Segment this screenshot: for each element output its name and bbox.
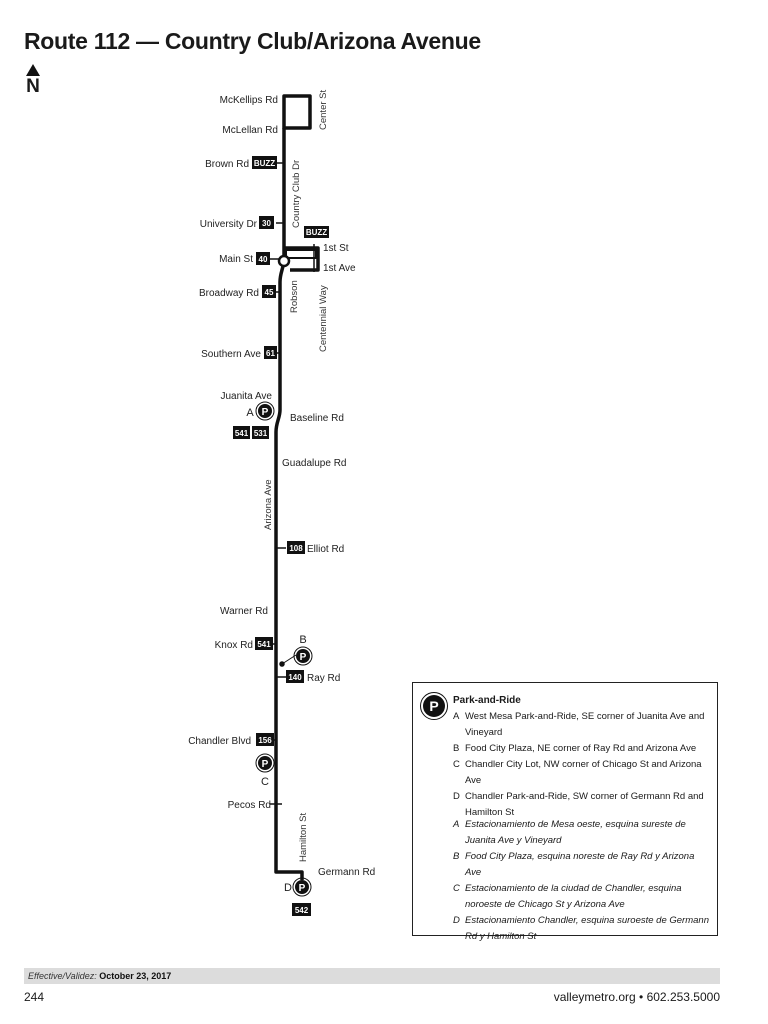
stop-germann: Germann Rd	[318, 867, 375, 878]
stop-baseline: Baseline Rd	[290, 413, 344, 424]
svg-text:45: 45	[265, 288, 274, 297]
stop-chandler-blvd: Chandler Blvd	[188, 736, 251, 747]
park-ride-d: D P	[284, 877, 312, 897]
connection-juanita-541: 541	[233, 426, 250, 439]
north-arrow-icon	[26, 64, 40, 76]
street-hamilton: Hamilton St	[298, 813, 309, 862]
stop-brown: Brown Rd	[205, 159, 249, 170]
svg-text:D: D	[284, 882, 292, 894]
route-line	[274, 94, 320, 880]
parking-icon: P	[300, 652, 307, 663]
stop-mckellips: McKellips Rd	[220, 95, 278, 106]
stop-warner: Warner Rd	[220, 606, 268, 617]
stop-elliot: Elliot Rd	[307, 544, 344, 555]
parking-icon: P	[262, 759, 269, 770]
connection-ray: 140	[286, 670, 304, 683]
svg-text:40: 40	[259, 255, 268, 264]
svg-text:A: A	[246, 407, 254, 419]
street-center: Center St	[318, 90, 329, 130]
connection-brown: BUZZ	[252, 156, 277, 169]
svg-text:156: 156	[258, 736, 272, 745]
stop-main: Main St	[219, 254, 253, 265]
svg-text:BUZZ: BUZZ	[254, 159, 275, 168]
effective-label: Effective/Validez:	[28, 971, 97, 981]
route-map: McKellips Rd McLellan Rd Brown Rd Univer…	[188, 90, 375, 916]
connection-elliot: 108	[287, 541, 305, 554]
street-robson: Robson	[289, 280, 300, 313]
svg-text:61: 61	[266, 349, 275, 358]
stop-ray: Ray Rd	[307, 673, 340, 684]
legend-title: Park-and-Ride	[453, 695, 521, 706]
svg-text:541: 541	[257, 640, 271, 649]
street-country-club: Country Club Dr	[291, 160, 302, 228]
effective-date-bar: Effective/Validez: October 23, 2017	[24, 968, 720, 984]
connection-downtown: BUZZ	[304, 226, 329, 238]
street-centennial: Centennial Way	[318, 285, 329, 352]
stop-pecos: Pecos Rd	[228, 800, 271, 811]
north-arrow: N	[24, 64, 42, 97]
contact-info: valleymetro.org • 602.253.5000	[553, 990, 720, 1004]
park-ride-c: P C	[255, 753, 275, 788]
svg-text:541: 541	[235, 429, 249, 438]
stop-1st-st: 1st St	[323, 243, 349, 254]
connection-germann: 542	[292, 903, 311, 916]
connection-main: 40	[256, 252, 270, 265]
stop-juanita: Juanita Ave	[220, 391, 272, 402]
stop-guadalupe: Guadalupe Rd	[282, 458, 347, 469]
connection-knox: 541	[255, 637, 273, 650]
connection-chandler: 156	[256, 733, 274, 746]
effective-date: October 23, 2017	[99, 971, 172, 981]
connection-university: 30	[259, 216, 274, 229]
svg-text:108: 108	[289, 544, 303, 553]
stop-1st-ave: 1st Ave	[323, 263, 356, 274]
park-ride-b: B P	[293, 634, 313, 666]
stop-southern: Southern Ave	[201, 349, 261, 360]
svg-text:140: 140	[288, 673, 302, 682]
svg-text:BUZZ: BUZZ	[306, 228, 327, 237]
svg-text:531: 531	[254, 429, 268, 438]
svg-text:C: C	[261, 776, 269, 788]
stop-university: University Dr	[200, 219, 258, 230]
page-title: Route 112 — Country Club/Arizona Avenue	[24, 28, 481, 54]
stop-broadway: Broadway Rd	[199, 288, 259, 299]
connection-broadway: 45	[262, 285, 276, 298]
north-label: N	[26, 76, 40, 97]
page-number: 244	[24, 990, 45, 1004]
svg-text:B: B	[299, 634, 306, 646]
parking-icon: P	[299, 883, 306, 894]
park-ride-icon: P	[420, 692, 448, 720]
stop-knox: Knox Rd	[215, 640, 253, 651]
svg-text:30: 30	[262, 219, 271, 228]
street-arizona: Arizona Ave	[263, 479, 274, 530]
connection-southern: 61	[264, 346, 277, 359]
stop-mclellan: McLellan Rd	[222, 125, 278, 136]
downtown-loop	[277, 244, 317, 272]
connection-juanita-531: 531	[252, 426, 269, 439]
park-ride-a: A P	[246, 401, 275, 421]
svg-text:542: 542	[295, 906, 309, 915]
parking-icon: P	[262, 407, 269, 418]
